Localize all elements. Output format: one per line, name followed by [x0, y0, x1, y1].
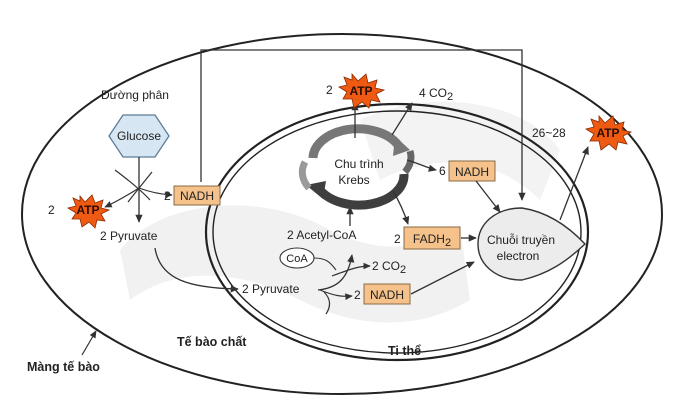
nadh-bottom-box	[363, 283, 411, 305]
nadh-left-box	[173, 185, 221, 206]
pyruvate-mito-label: 2 Pyruvate	[242, 282, 300, 296]
nadh-left-label: NADH	[180, 189, 214, 203]
atp-top-count: 2	[326, 83, 333, 97]
nadh-transfer-arrow	[200, 49, 526, 201]
krebs-co2-arrow	[391, 102, 413, 136]
nadh-six-to-chain-arrow	[475, 180, 501, 213]
coa-arrow	[313, 257, 337, 271]
fadh-count: 2	[394, 232, 401, 246]
co2-two-label: 2 CO2	[372, 259, 406, 276]
nadh-bottom-count: 2	[354, 288, 361, 302]
nadh-bottom-label: NADH	[370, 288, 404, 302]
mitochondrion-label: Ti thể	[388, 344, 421, 358]
electron-transport-chain	[477, 207, 586, 281]
nadh-left-count: 2	[164, 189, 171, 203]
chain-label-line1: Chuỗi truyền	[487, 232, 555, 247]
pyruvate-curl	[323, 291, 331, 315]
mitochondrion	[204, 102, 590, 362]
atp-out-arrow	[104, 187, 140, 208]
atp-left-count: 2	[48, 203, 55, 217]
nadh-release-arrow	[319, 289, 353, 301]
cell-membrane-label: Màng tế bào	[27, 360, 100, 374]
krebs-cycle	[298, 124, 415, 210]
krebs-label-line2: Krebs	[338, 173, 369, 187]
nadh-out-arrow	[138, 187, 173, 198]
nadh-six-count: 6	[439, 164, 446, 178]
krebs-fadh-arrow	[392, 190, 410, 225]
coa-label: CoA	[286, 253, 308, 265]
fadh-label: FADH2	[413, 232, 451, 249]
chain-atp-arrow	[559, 146, 589, 221]
cell-membrane-pointer	[81, 330, 97, 356]
pyruvate-to-acetyl-arrow	[317, 254, 355, 291]
fadh-box	[403, 226, 461, 250]
chain-label-line2: electron	[497, 249, 540, 263]
nadh-six-box	[448, 160, 496, 182]
nadh-six-label: NADH	[455, 165, 489, 179]
atp-chain-burst	[584, 114, 633, 151]
atp-left-label: ATP	[76, 203, 99, 217]
krebs-nadh-arrow	[406, 159, 437, 172]
glucose-label: Glucose	[117, 129, 161, 143]
atp-top-label: ATP	[349, 84, 372, 98]
nadh-branch-arrow	[127, 171, 153, 203]
atp-left-burst	[66, 194, 111, 229]
atp-top-burst	[337, 72, 386, 109]
krebs-label-line1: Chu trình	[334, 157, 383, 171]
cytoplasm-label: Tế bào chất	[177, 335, 247, 349]
co2-release-arrow	[331, 262, 371, 277]
pyruvate-left-label: 2 Pyruvate	[100, 229, 158, 243]
co2-four-label: 4 CO2	[419, 86, 453, 103]
glycolysis-label: Đường phân	[101, 88, 169, 102]
cell-membrane-outline	[21, 33, 663, 395]
atp-chain-label: ATP	[596, 126, 619, 140]
atp-chain-count: 26~28	[532, 126, 566, 140]
nadh-to-chain-arrow	[410, 261, 475, 295]
atp-branch-arrow	[114, 169, 151, 201]
acetyl-coa-label: 2 Acetyl-CoA	[287, 228, 356, 242]
pyruvate-transport-arrow	[154, 247, 239, 293]
glucose-hexagon	[108, 114, 170, 158]
